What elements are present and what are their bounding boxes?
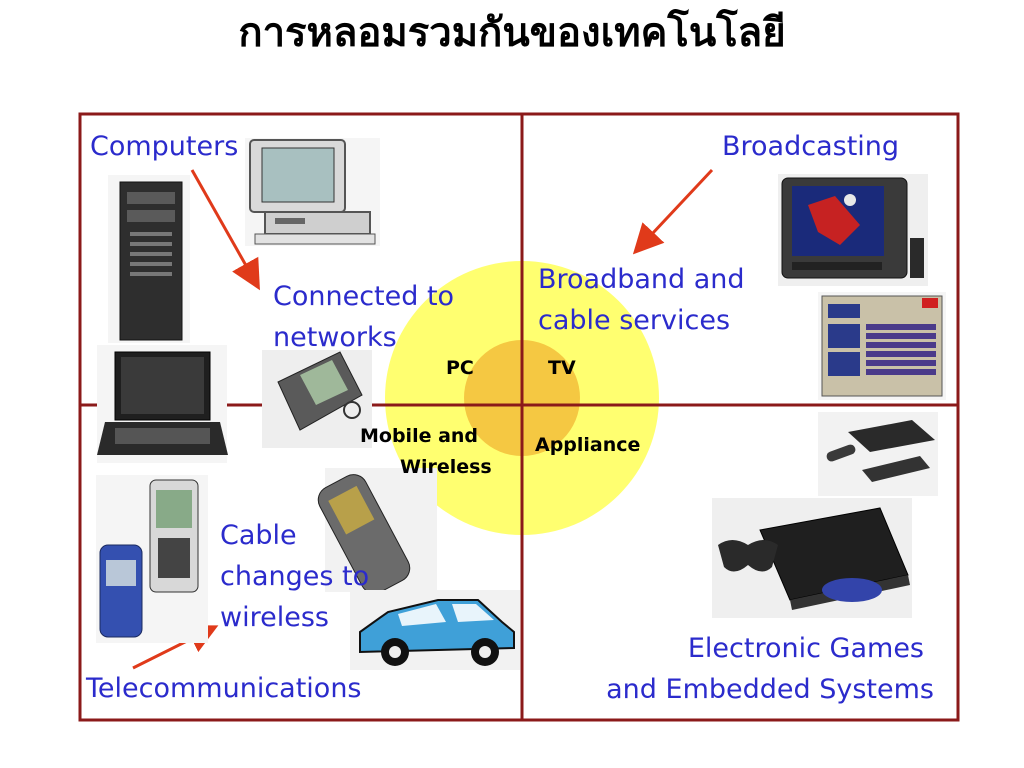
phones-icon — [96, 475, 208, 643]
center-label-tv: TV — [548, 357, 576, 379]
label-cable-line2: changes to — [220, 561, 370, 592]
cable-guide-screen-icon — [818, 292, 946, 400]
page-title: การหลอมรวมกันของเทคโนโลยี — [238, 9, 786, 56]
label-games-line1: Electronic Games — [687, 633, 924, 664]
center-label-mobile-line2: Wireless — [400, 456, 492, 478]
arrow-computers-to-networks — [190, 169, 260, 291]
television-icon — [778, 174, 928, 286]
laptop-icon — [97, 345, 228, 463]
desktop-computer-icon — [245, 138, 380, 246]
label-games-line2: and Embedded Systems — [606, 674, 934, 705]
label-connected-line1: Connected to — [273, 281, 455, 312]
pda-icon — [262, 350, 372, 448]
set-top-box-icon — [818, 412, 938, 496]
center-label-appliance: Appliance — [535, 434, 641, 456]
label-broadcasting: Broadcasting — [722, 131, 900, 162]
label-connected-line2: networks — [273, 322, 397, 353]
label-broadband-line2: cable services — [538, 305, 731, 336]
arrow-broadcasting-to-broadband — [632, 168, 714, 255]
game-console-icon — [712, 498, 912, 618]
label-cable-line3: wireless — [220, 602, 329, 633]
label-cable-line1: Cable — [220, 520, 297, 551]
label-computers: Computers — [90, 131, 239, 162]
mobile-phone-icon — [317, 468, 437, 594]
car-icon — [350, 590, 520, 670]
label-telecommunications: Telecommunications — [86, 673, 362, 704]
label-broadband-line1: Broadband and — [538, 264, 745, 295]
quadrant-frame — [78, 112, 960, 722]
center-label-mobile-line1: Mobile and — [360, 425, 479, 447]
center-label-pc: PC — [446, 357, 474, 379]
tower-pc-icon — [108, 175, 190, 343]
